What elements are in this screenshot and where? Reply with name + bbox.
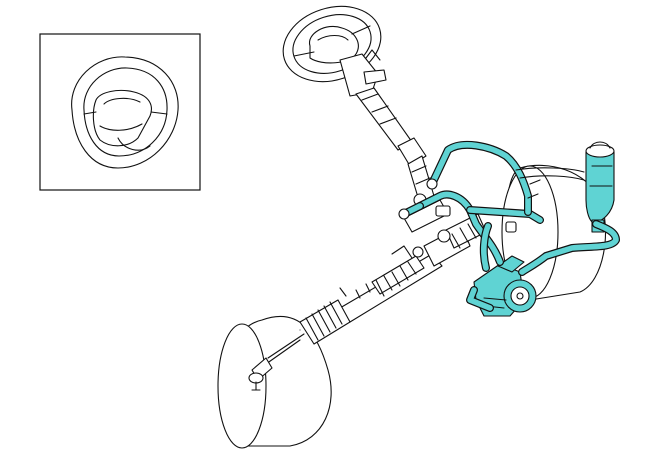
steering-column (339, 49, 413, 151)
steering-gear-rack (339, 199, 487, 323)
hose-fittings (398, 167, 585, 233)
tie-rod-end (248, 333, 305, 391)
steering-wheel-airbag-icon (71, 56, 179, 169)
rack-boot (299, 299, 351, 345)
inset-panel (39, 33, 201, 191)
return-hose (428, 140, 620, 312)
inset-frame (39, 33, 201, 191)
intermediate-shaft (397, 137, 435, 207)
power-steering-reservoir (585, 141, 615, 233)
front-wheel-left (217, 315, 332, 449)
